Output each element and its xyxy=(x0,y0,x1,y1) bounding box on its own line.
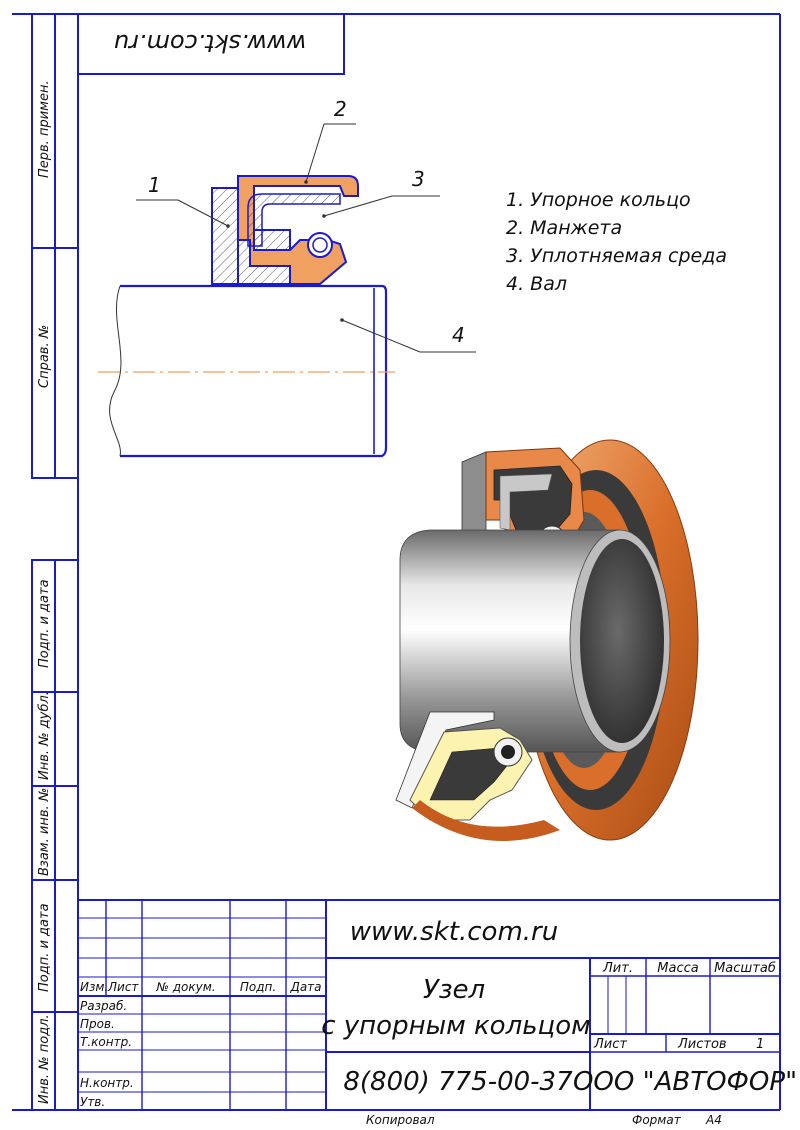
row-n-kontr: Н.контр. xyxy=(80,1076,134,1090)
row-utv: Утв. xyxy=(80,1095,105,1109)
label-masshtab: Масштаб xyxy=(714,961,776,976)
mirrored-website-text: www.skt.com.ru xyxy=(114,29,306,57)
isometric-view xyxy=(395,439,699,841)
col-podp: Подп. xyxy=(240,980,276,994)
shaft-break-line xyxy=(109,285,122,457)
listov-value: 1 xyxy=(756,1037,764,1052)
footer-format-value: А4 xyxy=(705,1113,722,1127)
row-prov: Пров. xyxy=(80,1017,115,1031)
title-block-texts: www.skt.com.ru Узел с упорным кольцом 8(… xyxy=(80,917,797,1109)
legend: 1. Упорное кольцо 2. Манжета 3. Уплотняе… xyxy=(506,189,727,295)
legend-item-3: 3. Уплотняемая среда xyxy=(506,245,727,267)
row-t-kontr: Т.контр. xyxy=(80,1035,132,1049)
row-razrab: Разраб. xyxy=(80,999,127,1013)
callout-4: 4 xyxy=(452,323,465,347)
label-podp-i-data-bottom: Подп. и дата xyxy=(37,903,52,992)
col-list: Лист xyxy=(107,980,139,994)
section-drawing: 1 2 3 4 xyxy=(98,97,476,458)
footer: Копировал Формат А4 xyxy=(366,1113,722,1127)
label-inv-no-dubl: Инв. № дубл. xyxy=(37,691,52,780)
label-massa: Масса xyxy=(657,961,698,976)
label-inv-no-podl: Инв. № подл. xyxy=(37,1014,52,1104)
mirrored-website-box: www.skt.com.ru xyxy=(77,13,345,75)
label-vzam-inv-no: Взам. инв. № xyxy=(37,788,52,876)
col-doc-no: № докум. xyxy=(155,980,215,994)
footer-kopiroval: Копировал xyxy=(366,1113,435,1127)
title-line-1: Узел xyxy=(423,975,485,1005)
legend-item-4: 4. Вал xyxy=(506,273,567,295)
callout-3: 3 xyxy=(412,167,425,191)
legend-item-2: 2. Манжета xyxy=(506,217,622,239)
col-data: Дата xyxy=(289,980,321,994)
callout-2: 2 xyxy=(334,97,347,121)
title-line-2: с упорным кольцом xyxy=(321,1011,591,1041)
title-block xyxy=(78,899,780,1110)
title-phone: 8(800) 775-00-37 xyxy=(343,1067,573,1097)
label-listov: Листов xyxy=(677,1037,727,1052)
col-izm: Изм. xyxy=(80,980,108,994)
legend-item-1: 1. Упорное кольцо xyxy=(506,189,691,211)
seal-body xyxy=(237,175,359,285)
callout-1: 1 xyxy=(148,173,161,197)
title-company: ООО "АВТОФОР" xyxy=(573,1067,797,1097)
seal-spring xyxy=(307,232,333,258)
label-perv-primen: Перв. примен. xyxy=(37,80,52,178)
label-lit: Лит. xyxy=(602,961,633,976)
shaft-outline xyxy=(120,284,388,458)
seal-insert xyxy=(247,193,341,247)
label-podp-i-data-top: Подп. и дата xyxy=(37,579,52,668)
label-list: Лист xyxy=(593,1037,627,1052)
footer-format-label: Формат xyxy=(632,1113,682,1127)
label-sprav-no: Справ. № xyxy=(37,325,52,388)
side-stamp: Перв. примен. Справ. № Подп. и дата Инв.… xyxy=(31,13,79,1111)
title-website: www.skt.com.ru xyxy=(350,917,558,947)
thrust-ring xyxy=(211,187,239,285)
